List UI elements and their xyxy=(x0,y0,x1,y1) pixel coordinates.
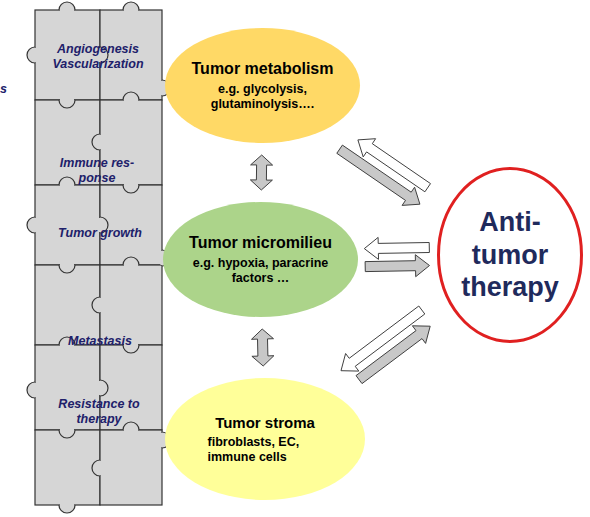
therapy-circle: Anti- tumor therapy xyxy=(437,167,583,343)
ellipse-fill xyxy=(439,169,582,342)
block-arrow xyxy=(365,255,429,277)
node-content: Tumor micromilieu e.g. hypoxia, paracrine… xyxy=(163,202,358,317)
stroma-ellipse: Tumor stroma fibroblasts, EC, immune cell… xyxy=(165,378,365,500)
node-heading: Tumor micromilieu xyxy=(168,233,353,252)
block-arrow xyxy=(337,145,420,205)
puzzle-label: Angiogenesis Vascularization xyxy=(38,42,158,72)
node-body: e.g. glycolysis, glutaminolysis…. xyxy=(200,82,325,112)
node-body: fibroblasts, EC, immune cells xyxy=(208,435,323,465)
node-heading: Tumor metabolism xyxy=(173,59,353,78)
metabolism-ellipse: Tumor metabolism e.g. glycolysis, glutami… xyxy=(165,28,360,143)
puzzle-label: Resistance to therapy xyxy=(44,397,154,427)
block-arrow xyxy=(364,237,429,259)
ellipse-fill xyxy=(163,202,358,317)
block-arrow xyxy=(250,155,272,190)
micromilieu-ellipse: Tumor micromilieu e.g. hypoxia, paracrine… xyxy=(163,202,358,317)
node-heading: Tumor stroma xyxy=(175,414,355,432)
ellipse-fill xyxy=(165,378,365,500)
ellipse-fill xyxy=(165,28,360,143)
node-content: Tumor metabolism e.g. glycolysis, glutami… xyxy=(165,28,360,143)
puzzle-label: s xyxy=(0,82,10,97)
puzzle-label: Immune res- ponse xyxy=(52,156,142,186)
node-body: e.g. hypoxia, paracrine factors … xyxy=(191,256,331,286)
block-arrow xyxy=(356,326,430,384)
node-content: Tumor stroma fibroblasts, EC, immune cell… xyxy=(165,378,365,500)
node-heading: Anti- tumor therapy xyxy=(450,206,570,303)
block-arrow xyxy=(252,329,274,366)
puzzle-label: Metastasis xyxy=(38,334,162,349)
puzzle-label: Tumor growth xyxy=(38,226,162,241)
node-content: Anti- tumor therapy xyxy=(437,167,583,343)
